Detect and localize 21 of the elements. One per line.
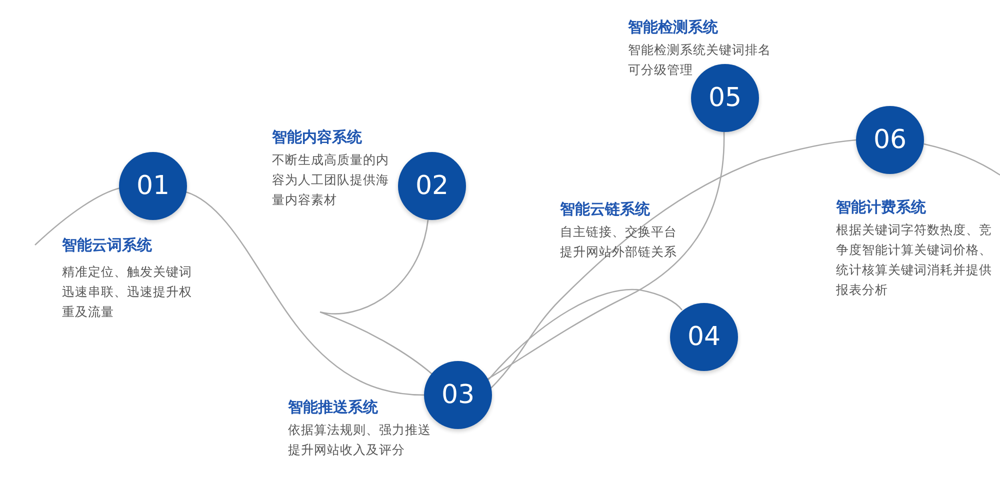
system-title: 智能云链系统: [560, 200, 650, 219]
system-description: 不断生成高质量的内容为人工团队提供海量内容素材: [272, 151, 390, 209]
number-circle: 04: [670, 303, 738, 371]
system-title: 智能检测系统: [628, 18, 718, 37]
curve-line: [34, 187, 120, 246]
system-description: 自主链接、交换平台提升网站外部链关系: [560, 223, 678, 261]
curve-line: [186, 191, 424, 396]
number-circle: 01: [119, 152, 187, 220]
number-circle: 06: [856, 106, 924, 174]
system-title: 智能推送系统: [288, 398, 378, 417]
system-title: 智能云词系统: [62, 236, 152, 255]
number-circle: 02: [398, 152, 466, 220]
curve-line: [486, 132, 725, 381]
system-description: 根据关键词字符数热度、竞争度智能计算关键词价格、统计核算关键词消耗并提供报表分析: [836, 221, 993, 299]
system-title: 智能计费系统: [836, 198, 926, 217]
curve-line: [924, 143, 1000, 176]
curve-line: [490, 139, 856, 388]
system-title: 智能内容系统: [272, 128, 362, 147]
curve-line: [488, 288, 682, 380]
number-circle: 05: [691, 64, 759, 132]
system-description: 精准定位、触发关键词迅速串联、迅速提升权重及流量: [62, 263, 193, 321]
